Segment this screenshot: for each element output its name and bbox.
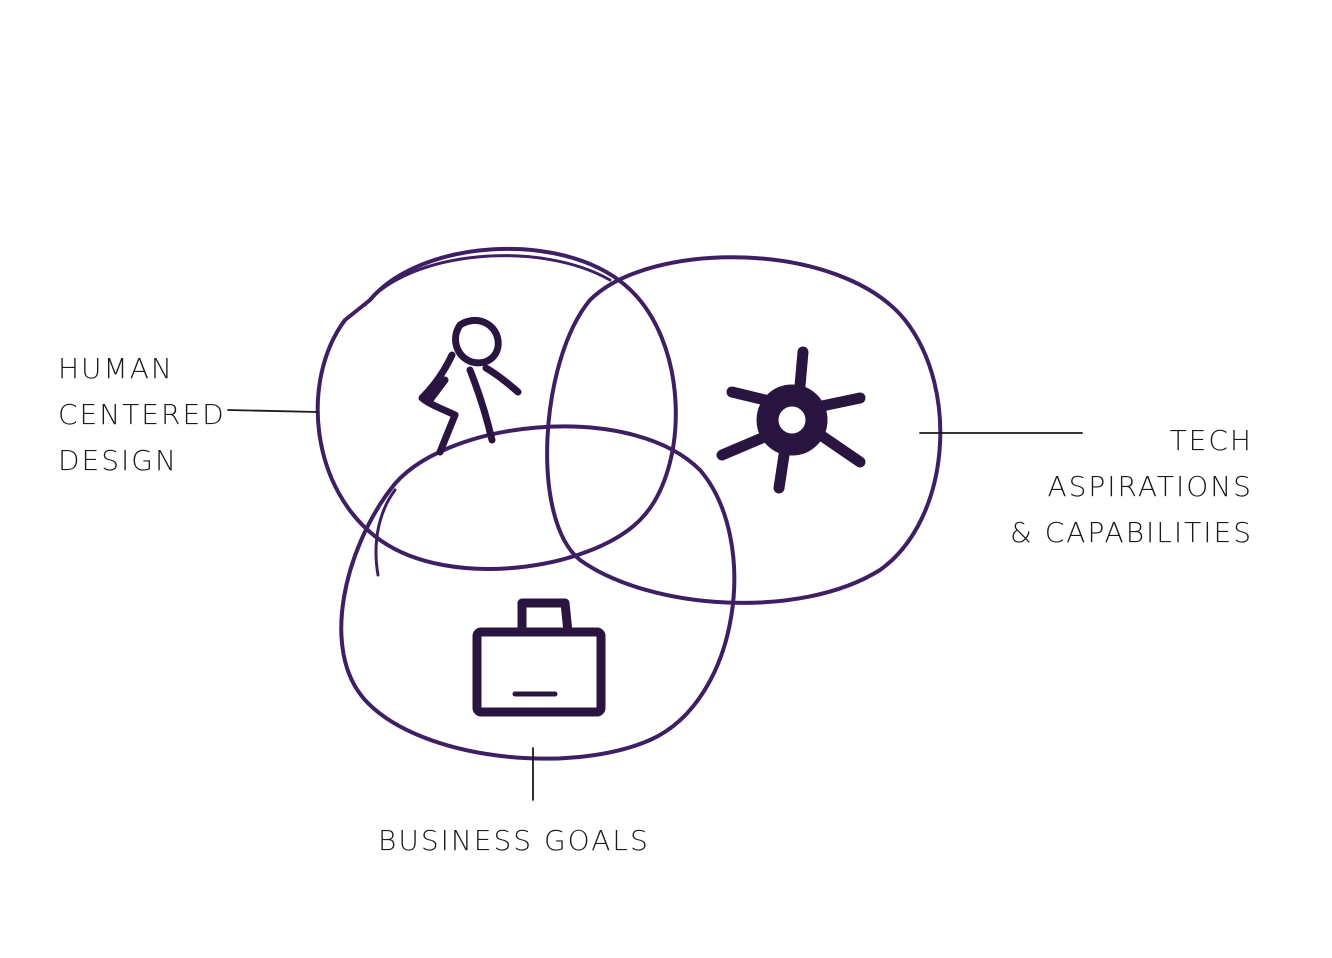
business-circle-overstroke xyxy=(374,488,397,577)
human-leader-line xyxy=(227,409,319,413)
person-icon xyxy=(418,317,522,456)
tech-label-line-2: ASPIRATIONS xyxy=(1047,470,1253,503)
human-label-line-1: HUMAN xyxy=(58,352,174,385)
tech-label-line-3: & CAPABILITIES xyxy=(1010,516,1253,549)
tech-label-line-1: TECH xyxy=(1169,424,1253,457)
briefcase-icon xyxy=(472,598,606,717)
tech-aspirations-label: TECH ASPIRATIONS & CAPABILITIES xyxy=(1010,418,1253,556)
human-label-line-3: DESIGN xyxy=(58,444,178,477)
business-circle xyxy=(339,424,737,761)
human-centered-design-label: HUMAN CENTERED DESIGN xyxy=(58,346,226,484)
gear-icon xyxy=(716,346,866,494)
human-circle xyxy=(315,246,678,571)
business-goals-label: BUSINESS GOALS xyxy=(378,818,650,864)
tech-circle xyxy=(545,255,943,605)
human-circle-overstroke xyxy=(363,254,612,307)
business-label-line-1: BUSINESS GOALS xyxy=(378,824,650,857)
human-label-line-2: CENTERED xyxy=(58,398,226,431)
